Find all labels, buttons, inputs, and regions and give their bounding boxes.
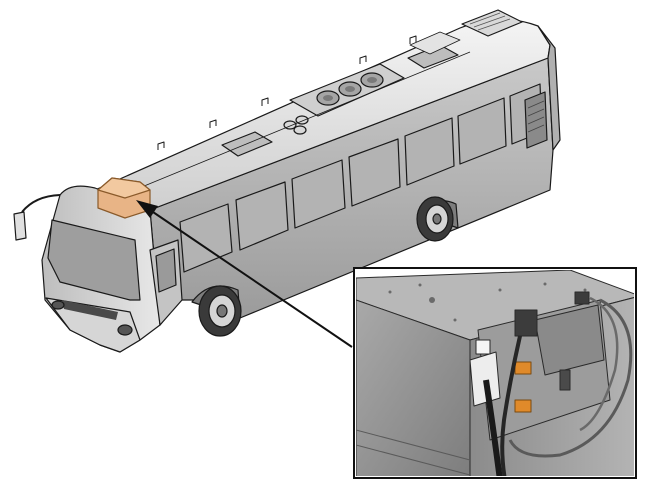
headlight-left: [51, 300, 65, 310]
roof-panel-mid: [409, 31, 461, 55]
pack-ribs: [356, 429, 471, 476]
inset-detail: [353, 267, 637, 479]
connector-plug-2: [574, 291, 590, 305]
rear-roof-unit: [461, 9, 523, 37]
pack-front: [356, 299, 471, 476]
white-tab: [475, 339, 491, 355]
front-wheel: [198, 285, 242, 337]
cable-grey-2: [579, 296, 619, 432]
bus-rear: [537, 25, 561, 151]
bus-windshield: [47, 219, 141, 301]
rear-roof-vents: [469, 12, 511, 31]
headlight-right: [117, 324, 133, 336]
rear-louver: [524, 91, 548, 149]
connector-plug: [514, 309, 538, 337]
bus: [13, 9, 561, 353]
white-module: [469, 351, 501, 407]
mirror: [13, 211, 27, 241]
bus-bumper: [45, 297, 141, 353]
cable-grey: [508, 298, 633, 458]
door-window: [155, 248, 177, 293]
cable-black-2: [500, 335, 522, 476]
bus-grille: [62, 300, 118, 320]
roof-handles: [157, 35, 417, 150]
orange-label-top: [514, 361, 532, 375]
arrow-icon: [136, 200, 353, 348]
louver-lines: [527, 100, 545, 133]
cable-black: [483, 379, 503, 476]
orange-label-bottom: [514, 399, 532, 413]
pack-rivets: [388, 282, 587, 322]
rear-wheel: [416, 196, 454, 242]
roof-fans-inner: [323, 77, 377, 101]
roof-rail: [109, 51, 471, 201]
mirror-arm: [21, 194, 61, 213]
battery-box-top: [97, 177, 151, 199]
relay-block: [559, 369, 571, 391]
connector-panel-inner: [534, 304, 605, 376]
